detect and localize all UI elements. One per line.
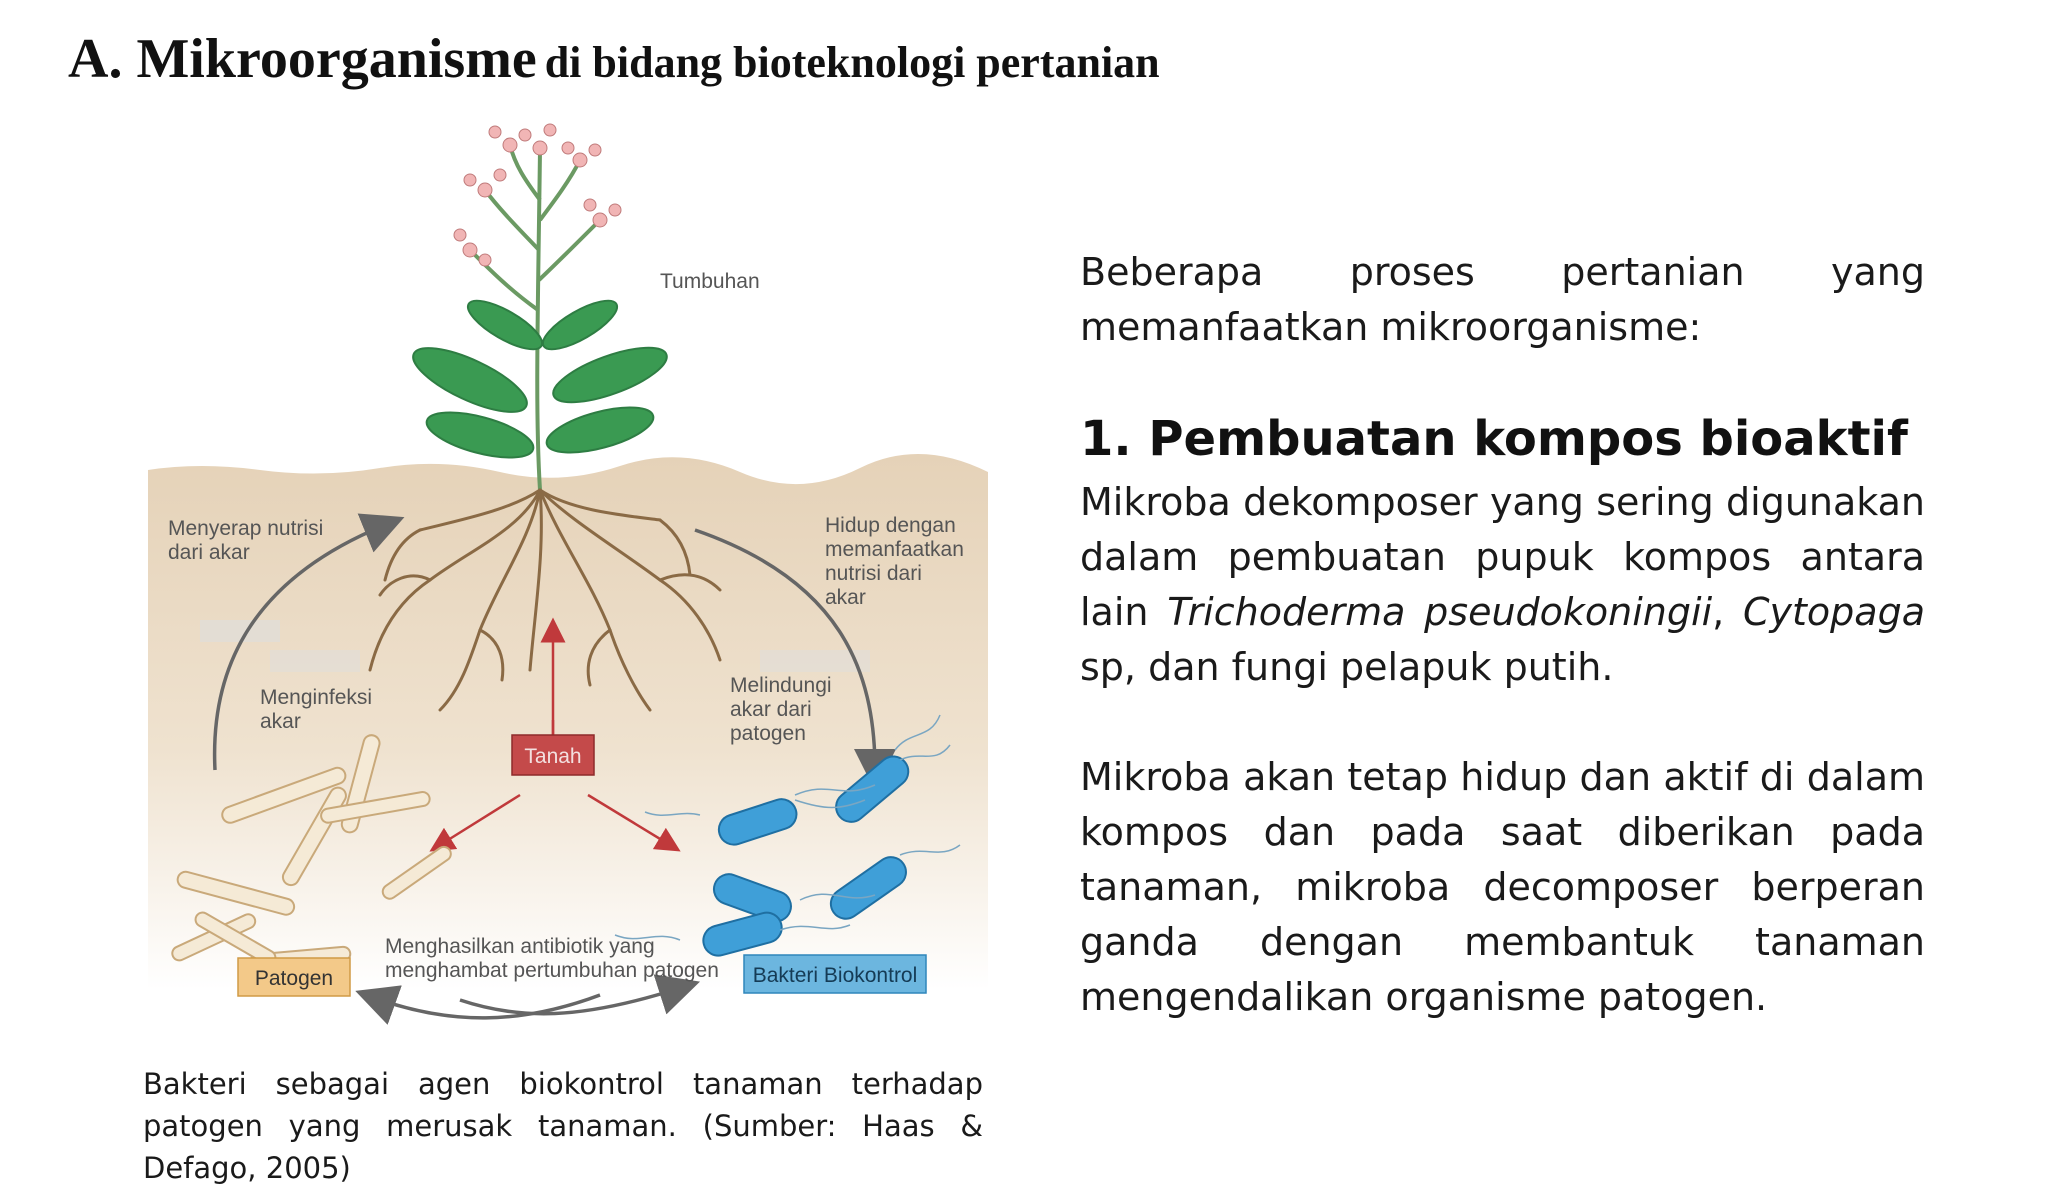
paragraph-1-text-a: Mikroba dekomposer yang sering digunakan…: [1080, 480, 1925, 634]
pathogen-box: [237, 957, 351, 997]
protect-label-1: Melindungi: [730, 674, 832, 697]
arrow-absorb: [212, 513, 405, 771]
live-label-1: Hidup dengan: [825, 514, 956, 537]
pathogen-label: Patogen: [255, 967, 333, 990]
species-name-2: Cytopaga: [1743, 590, 1925, 634]
live-label-4: akar: [825, 586, 866, 609]
infect-label-1: Menginfeksi: [260, 686, 372, 709]
biocontrol-illustration: Tanah Patogen: [148, 123, 988, 1025]
plant-label: Tumbuhan: [660, 270, 760, 293]
arrow-antibiotic-2: [459, 974, 701, 1016]
soil-area: [148, 453, 988, 990]
blur-patch: [760, 650, 870, 672]
protect-label-3: patogen: [730, 722, 806, 745]
pathogen-icon: [171, 734, 452, 970]
plant-icon: [468, 144, 602, 491]
arrow-antibiotic: [355, 985, 601, 1025]
title-rest: di bidang bioteknologi pertanian: [544, 38, 1160, 87]
leaf-icons: [412, 299, 668, 459]
blur-patch: [270, 650, 360, 672]
antibiotic-label-1: Menghasilkan antibiotik yang: [385, 935, 655, 958]
species-name-1: Trichoderma pseudokoningii: [1167, 590, 1713, 634]
paragraph-1: Mikroba dekomposer yang sering digunakan…: [1080, 475, 1925, 695]
biocontrol-figure: Tanah Patogen: [140, 110, 1000, 1030]
page-title: A. Mikroorganisme di bidang bioteknologi…: [68, 24, 1160, 101]
paragraph-1-comma: ,: [1712, 590, 1744, 634]
infect-label-2: akar: [260, 710, 301, 733]
paragraph-2: Mikroba akan tetap hidup dan aktif di da…: [1080, 755, 1925, 1019]
protect-label-2: akar dari: [730, 698, 812, 721]
bacteria-icon: [702, 755, 910, 957]
soil-label: Tanah: [524, 745, 581, 768]
antibiotic-label-2: menghambat pertumbuhan patogen: [385, 959, 719, 982]
soil-box: [511, 734, 595, 776]
blur-patch: [200, 620, 280, 642]
figure-caption: Bakteri sebagai agen biokontrol tanaman …: [143, 1067, 983, 1185]
live-label-3: nutrisi dari: [825, 562, 922, 585]
content-column: Beberapa proses pertanian yang memanfaat…: [1080, 245, 1925, 1025]
paragraph-1-text-b: sp, dan fungi pelapuk putih.: [1080, 645, 1614, 689]
biocontrol-label: Bakteri Biokontrol: [753, 964, 918, 987]
absorb-label-2: dari akar: [168, 541, 250, 564]
flower-icons: [453, 123, 622, 267]
intro-text: Beberapa proses pertanian yang memanfaat…: [1080, 250, 1925, 349]
arrow-live: [694, 528, 896, 791]
root-system: [368, 488, 722, 712]
section-heading: 1. Pembuatan kompos bioaktif: [1080, 411, 1908, 467]
absorb-label-1: Menyerap nutrisi: [168, 517, 323, 540]
cycle-arrows: [212, 513, 896, 1025]
biocontrol-box: [743, 954, 927, 994]
live-label-2: memanfaatkan: [825, 538, 964, 561]
title-prefix: A. Mikroorganisme: [68, 28, 537, 90]
bacteria-flagella: [614, 714, 961, 941]
